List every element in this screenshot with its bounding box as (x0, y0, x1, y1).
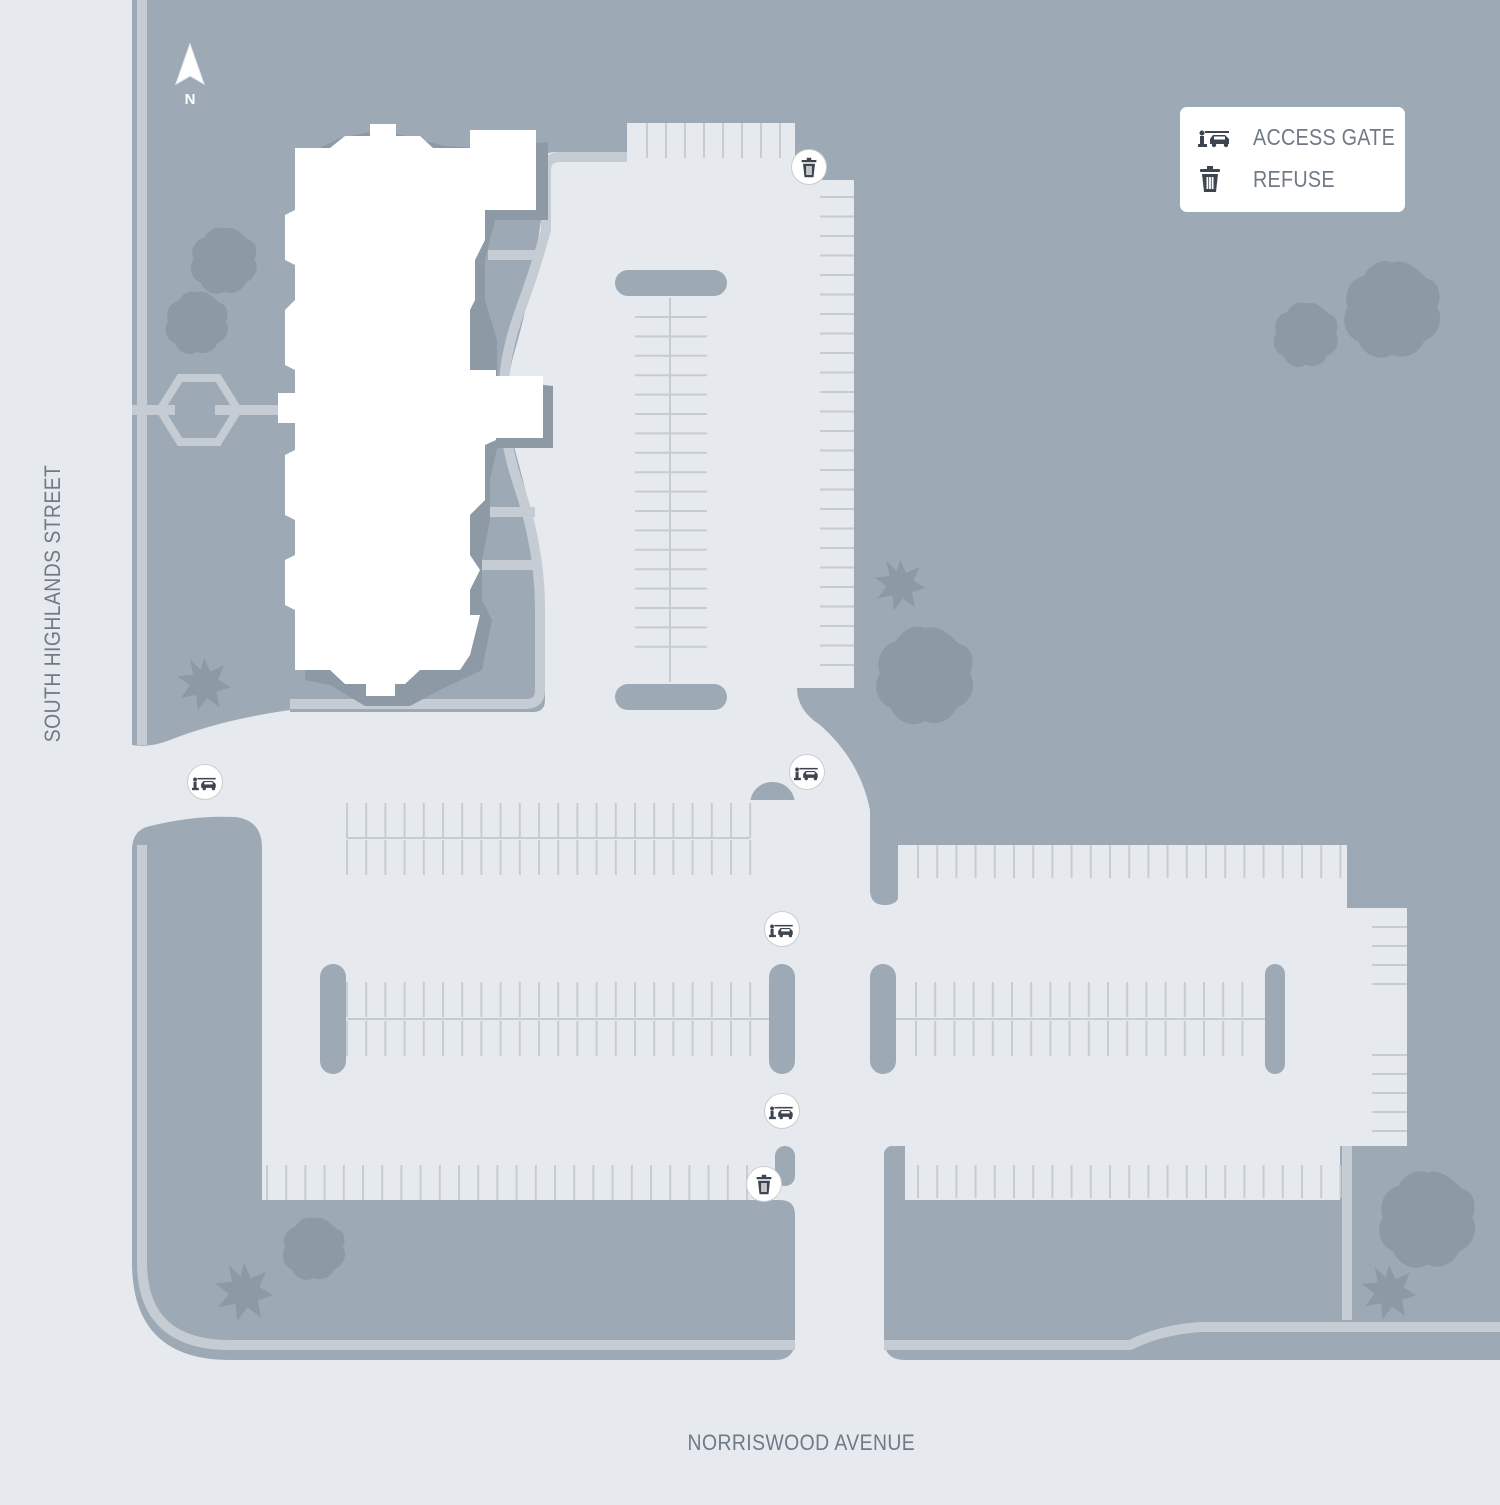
refuse-icon (756, 1174, 772, 1194)
legend-label-access-gate: ACCESS GATE (1253, 123, 1396, 150)
access-gate-icon (794, 767, 818, 780)
refuse-marker (746, 1166, 782, 1202)
access-gate-marker (764, 911, 800, 947)
street-label-norriswood: NORRISWOOD AVENUE (687, 1430, 916, 1455)
refuse-icon (801, 157, 817, 177)
parking-stalls (266, 123, 1407, 1200)
access-gate-icon (192, 777, 216, 790)
access-gate-icon (1198, 122, 1234, 152)
north-arrow-icon: N (175, 42, 205, 108)
legend-item-access-gate: ACCESS GATE (1198, 122, 1418, 152)
access-gate-marker (789, 754, 825, 790)
access-gate-icon (769, 924, 793, 937)
refuse-icon (1198, 164, 1234, 194)
access-gate-marker (187, 764, 223, 800)
access-gate-icon (769, 1106, 793, 1119)
map-legend: ACCESS GATE REFUSE (1180, 107, 1405, 212)
parking-islands (320, 270, 1285, 1186)
north-label: N (185, 91, 196, 108)
legend-item-refuse: REFUSE (1198, 164, 1348, 194)
legend-label-refuse: REFUSE (1253, 165, 1335, 192)
north-arrow: N (172, 42, 208, 112)
parking-lots (264, 123, 1407, 1200)
refuse-marker (791, 149, 827, 185)
street-label-south-highlands: SOUTH HIGHLANDS STREET (40, 464, 65, 743)
access-gate-marker (764, 1093, 800, 1129)
building (278, 124, 543, 696)
